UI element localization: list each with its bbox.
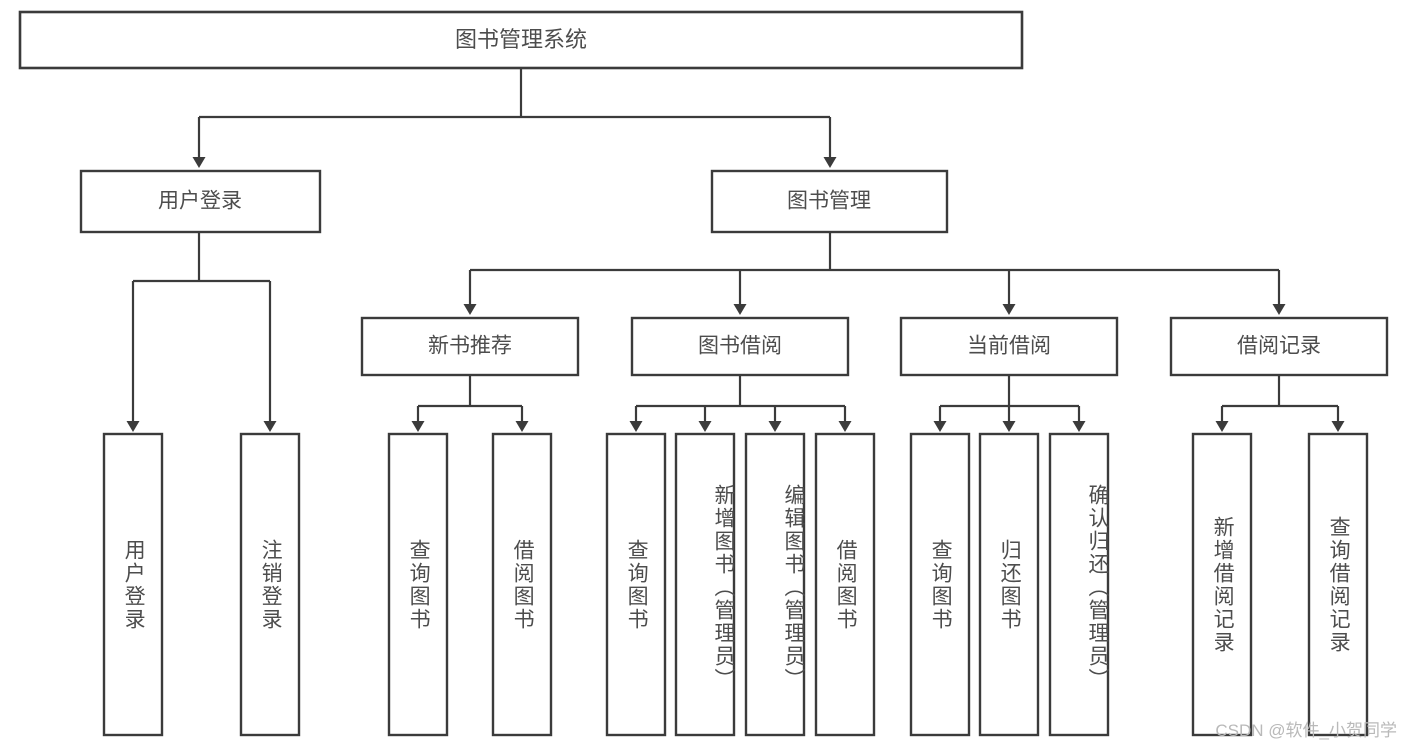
node-current-borrow-label: 当前借阅: [967, 335, 1051, 358]
leaf-box-new-book-1[interactable]: [491, 432, 553, 737]
node-root-book-management-system[interactable]: [18, 10, 1024, 70]
leaf-box-book-borrow-3[interactable]: [814, 432, 876, 737]
node-new-book-recommend[interactable]: [360, 316, 580, 377]
connector-group-new-book: [411, 375, 529, 432]
connector-group-book-borrow: [629, 375, 852, 432]
leaf-box-new-book-0[interactable]: [387, 432, 449, 737]
node-book-borrow-label: 图书借阅: [698, 335, 782, 358]
leaf-box-current-borrow-0[interactable]: [909, 432, 971, 737]
leaf-box-user-login-1[interactable]: [239, 432, 301, 737]
node-book-management-label: 图书管理: [787, 190, 871, 213]
connector-group-user-login: [126, 232, 277, 432]
node-book-management[interactable]: [710, 169, 949, 234]
leaf-box-book-borrow-1[interactable]: [674, 432, 736, 737]
node-root-label: 图书管理系统: [455, 27, 587, 52]
connector-group-root: [192, 68, 837, 168]
watermark-text: CSDN @软件_小贺同学: [1215, 721, 1397, 740]
connector-group-book-manage: [463, 232, 1286, 315]
leaf-box-book-borrow-0[interactable]: [605, 432, 667, 737]
node-new-book-recommend-label: 新书推荐: [428, 335, 512, 358]
node-borrow-record[interactable]: [1169, 316, 1389, 377]
leaf-box-current-borrow-2[interactable]: [1048, 432, 1110, 737]
leaf-box-borrow-record-1[interactable]: [1307, 432, 1369, 737]
leaf-box-current-borrow-1[interactable]: [978, 432, 1040, 737]
node-user-login[interactable]: [79, 169, 322, 234]
leaf-box-borrow-record-0[interactable]: [1191, 432, 1253, 737]
node-borrow-record-label: 借阅记录: [1237, 335, 1321, 358]
node-current-borrow[interactable]: [899, 316, 1119, 377]
leaf-box-book-borrow-2[interactable]: [744, 432, 806, 737]
node-book-borrow[interactable]: [630, 316, 850, 377]
connector-group-current-borrow: [933, 375, 1086, 432]
connector-group-borrow-record: [1215, 375, 1345, 432]
node-user-login-label: 用户登录: [158, 190, 242, 213]
leaf-box-user-login-0[interactable]: [102, 432, 164, 737]
